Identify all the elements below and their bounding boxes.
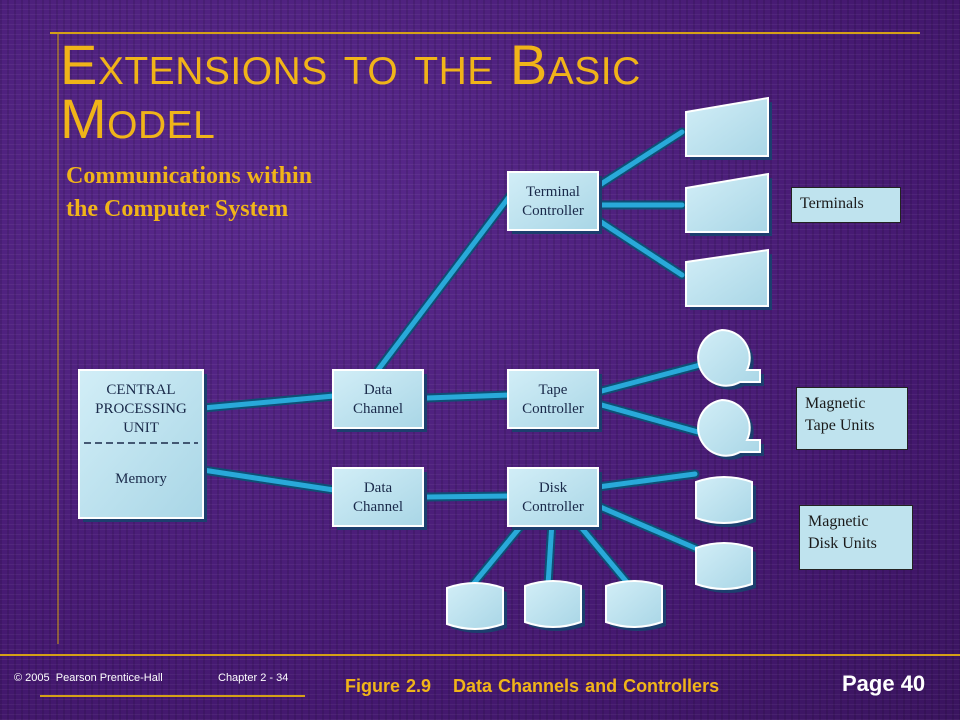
terminal-controller-line-1: Terminal (526, 184, 580, 200)
tape-controller-line-1: Tape (539, 382, 568, 398)
figure-name: Data Channels and Controllers (453, 676, 720, 696)
legend-disk-line-2: Disk Units (808, 535, 877, 552)
cpu-box: CENTRAL PROCESSING UNIT Memory (78, 369, 207, 522)
cpu-label-line-1: CENTRAL (106, 382, 175, 398)
footer-rule (0, 654, 960, 656)
title-rule (50, 32, 920, 34)
left-rule (57, 32, 59, 644)
disk-unit-icon-2 (695, 542, 756, 593)
memory-label: Memory (115, 471, 167, 487)
data-channel-top-line-2: Channel (353, 401, 403, 417)
legend-disk-units: Magnetic Disk Units (799, 505, 913, 570)
figure-number: Figure 2.9 (345, 676, 432, 696)
legend-disk-line-1: Magnetic (808, 513, 869, 530)
data-channel-bottom-line-2: Channel (353, 499, 403, 515)
chapter-text: Chapter 2 - 34 (218, 672, 289, 684)
legend-terminals: Terminals (791, 187, 901, 223)
tape-unit-icon-1 (697, 328, 764, 390)
subtitle: Communications within the Computer Syste… (66, 160, 406, 226)
legend-tape-units: Magnetic Tape Units (796, 387, 908, 450)
footer-underline (40, 695, 305, 697)
terminal-controller: Terminal Controller (507, 171, 602, 234)
cpu-label-line-3: UNIT (123, 420, 159, 436)
legend-tape-line-1: Magnetic (805, 395, 866, 412)
copyright-text: © 2005 Pearson Prentice-Hall (14, 672, 163, 684)
tape-controller-line-2: Controller (522, 401, 584, 417)
disk-unit-icon-1 (695, 476, 756, 527)
data-channel-top-line-1: Data (364, 382, 393, 398)
disk-controller-line-2: Controller (522, 499, 584, 515)
subtitle-line-2: the Computer System (66, 196, 289, 222)
figure-caption: Figure 2.9 Data Channels and Controllers (345, 676, 719, 697)
disk-unit-icon-4 (524, 580, 585, 631)
page-title: Extensions to the Basic Model (60, 33, 641, 150)
tape-controller: Tape Controller (507, 369, 602, 432)
legend-tape-line-2: Tape Units (805, 417, 875, 434)
terminal-icon-2 (685, 172, 772, 236)
disk-unit-icon-5 (605, 580, 666, 631)
cpu-label-line-2: PROCESSING (95, 401, 187, 417)
subtitle-line-1: Communications within (66, 163, 313, 189)
page-title-line-1: Extensions to the Basic (60, 33, 641, 96)
disk-controller: Disk Controller (507, 467, 602, 530)
data-channel-bottom-line-1: Data (364, 480, 393, 496)
terminal-icon-1 (685, 96, 772, 160)
disk-controller-line-1: Disk (539, 480, 568, 496)
connectors (198, 127, 705, 593)
terminal-controller-line-2: Controller (522, 203, 584, 219)
data-channel-bottom: Data Channel (332, 467, 427, 530)
tape-unit-icon-2 (697, 398, 764, 460)
page-title-line-2: Model (60, 87, 216, 150)
data-channel-top: Data Channel (332, 369, 427, 432)
disk-unit-icon-3 (446, 582, 507, 633)
legend-terminals-text: Terminals (800, 195, 864, 212)
page-number: Page 40 (842, 671, 926, 696)
terminal-icon-3 (685, 248, 772, 310)
